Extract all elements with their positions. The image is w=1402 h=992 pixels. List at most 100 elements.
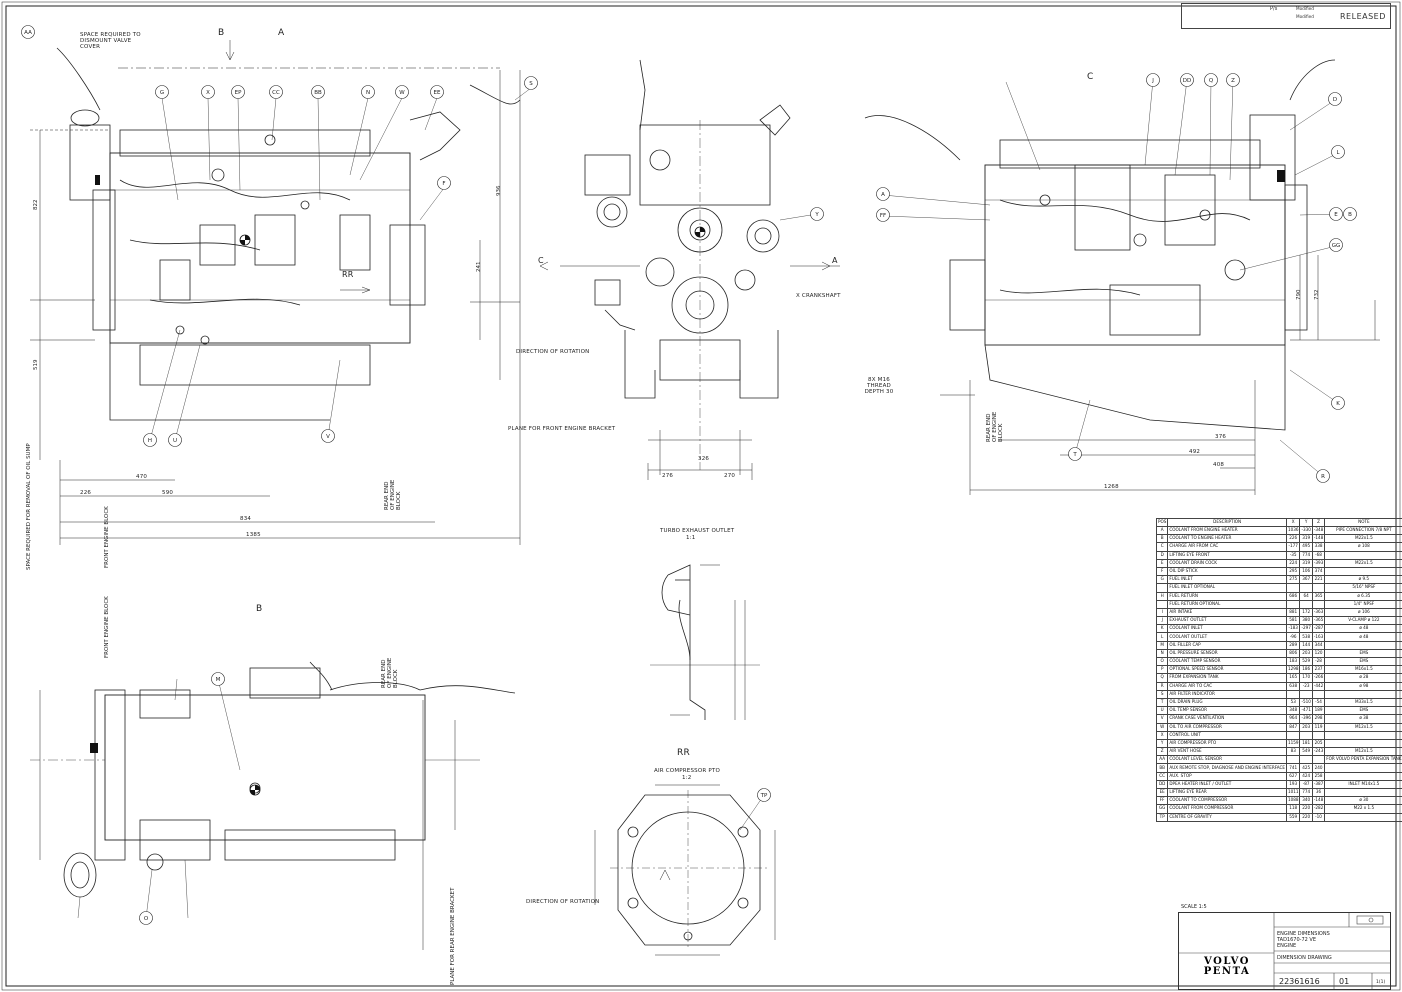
- cell-x: 295: [1285, 566, 1301, 577]
- dim-270: 270: [724, 473, 736, 479]
- callout-ff: FF: [876, 208, 890, 222]
- cell-description: AUX REMOTE STOP, DIAGNOSE AND ENGINE INT…: [1167, 763, 1287, 773]
- cell-x: 165: [1285, 673, 1301, 683]
- cell-x: 638: [1285, 681, 1301, 691]
- cell-pos: E: [1155, 558, 1169, 568]
- cell-z: 205: [1311, 738, 1326, 749]
- cell-y: 367: [1299, 575, 1313, 585]
- callout-k: K: [1331, 396, 1345, 410]
- cell-pos: C: [1155, 542, 1169, 552]
- callout-label: G: [160, 90, 164, 96]
- cell-y: 220: [1299, 812, 1313, 822]
- callout-e: E: [1329, 207, 1343, 221]
- cell-description: COOLANT TO ENGINE HEATER: [1167, 534, 1287, 544]
- callout-label: X: [206, 90, 210, 96]
- dim-519: 519: [33, 359, 39, 371]
- col-y: Y: [1299, 518, 1313, 527]
- cell-y: 774: [1299, 787, 1313, 798]
- drawing-title-line3: ENGINE: [1277, 943, 1297, 949]
- cell-y: 380: [1299, 616, 1313, 626]
- cell-description: CRANK CASE VENTILATION: [1167, 714, 1287, 724]
- cell-z: [1311, 583, 1326, 593]
- cell-description: COOLANT TO COMPRESSOR: [1167, 796, 1287, 806]
- cell-note: ø 9.5: [1324, 575, 1402, 585]
- cell-z: 240: [1311, 763, 1326, 773]
- callout-label: DD: [1183, 78, 1191, 84]
- cell-y: 64: [1299, 591, 1313, 601]
- dim-590: 590: [162, 490, 174, 496]
- callout-label: K: [1336, 401, 1340, 407]
- cell-y: 319: [1299, 558, 1313, 568]
- cell-pos: M: [1155, 640, 1169, 650]
- callout-label: S: [529, 81, 533, 87]
- title-block-grid: [1179, 913, 1390, 989]
- cell-y: [1299, 583, 1313, 593]
- cell-x: -96: [1285, 632, 1301, 642]
- cell-z: -54: [1311, 697, 1326, 708]
- cell-description: CHARGE AIR FROM CAC: [1167, 542, 1287, 552]
- callout-u: U: [168, 433, 182, 447]
- cell-z: [1311, 599, 1326, 609]
- front-block-label: FRONT ENGINE BLOCK: [104, 506, 110, 568]
- cell-z: 36: [1311, 787, 1326, 798]
- cell-description: OIL DRAIN PLUG: [1167, 697, 1287, 708]
- cell-description: COOLANT TEMP SENSOR: [1167, 656, 1287, 667]
- rear-block-3-label: REAR END OF ENGINE BLOCK: [986, 411, 1004, 442]
- section-a-arrow-label: A: [832, 256, 838, 265]
- callout-z: Z: [1226, 73, 1240, 87]
- cell-z: -28: [1311, 656, 1326, 667]
- cell-pos: U: [1155, 706, 1169, 716]
- callout-label: EE: [434, 90, 441, 96]
- cell-y: 172: [1299, 607, 1313, 618]
- cell-x: 224: [1285, 558, 1301, 568]
- callout-label: V: [326, 434, 330, 440]
- cell-z: 237: [1311, 665, 1326, 675]
- callout-gg: GG: [1329, 238, 1343, 252]
- cell-x: 559: [1285, 812, 1301, 822]
- callout-label: Y: [814, 212, 819, 218]
- cell-pos: TP: [1155, 812, 1169, 822]
- cell-x: -183: [1285, 624, 1301, 634]
- dim-326: 326: [698, 456, 710, 462]
- callout-b: B: [1343, 207, 1357, 221]
- cell-description: AIR INTAKE: [1167, 607, 1287, 618]
- cell-z: -363: [1311, 607, 1326, 618]
- cell-z: -148: [1311, 534, 1326, 544]
- cell-note: INLET M14x1.5: [1324, 779, 1402, 790]
- callout-w: W: [395, 85, 409, 99]
- cell-note: EMS: [1324, 706, 1402, 716]
- cell-z: 338: [1311, 542, 1326, 552]
- dim-241: 241: [476, 261, 482, 273]
- callout-x: X: [201, 85, 215, 99]
- section-b-label: B: [218, 28, 225, 38]
- callout-label: TP: [760, 793, 768, 799]
- cell-z: -442: [1311, 681, 1326, 691]
- cell-description: OIL DIP STICK: [1167, 566, 1287, 577]
- cell-z: -348: [1311, 525, 1326, 536]
- cell-y: -330: [1299, 525, 1313, 536]
- cell-x: 83: [1285, 747, 1301, 757]
- rear-block-2-label: REAR END OF ENGINE BLOCK: [381, 657, 399, 688]
- cell-note: [1324, 738, 1402, 749]
- cell-pos: [1155, 599, 1169, 609]
- turbo-detail: [650, 564, 760, 720]
- callout-aa: AA: [21, 25, 35, 39]
- cell-description: FUEL RETURN OPTIONAL: [1167, 599, 1287, 609]
- cell-description: OPTIONAL SPEED SENSOR: [1167, 665, 1287, 675]
- cell-x: 806: [1285, 648, 1301, 659]
- cell-pos: FF: [1155, 796, 1169, 806]
- cell-pos: P: [1155, 665, 1169, 675]
- cell-z: -266: [1311, 673, 1326, 683]
- cell-pos: W: [1155, 722, 1169, 732]
- cell-z: -365: [1311, 616, 1326, 626]
- cell-x: 964: [1285, 714, 1301, 724]
- dim-732: 732: [1314, 289, 1320, 301]
- cell-description: AIR FILTER INDICATOR: [1167, 689, 1287, 699]
- section-a-label: A: [278, 28, 285, 38]
- cell-y: 425: [1299, 763, 1313, 773]
